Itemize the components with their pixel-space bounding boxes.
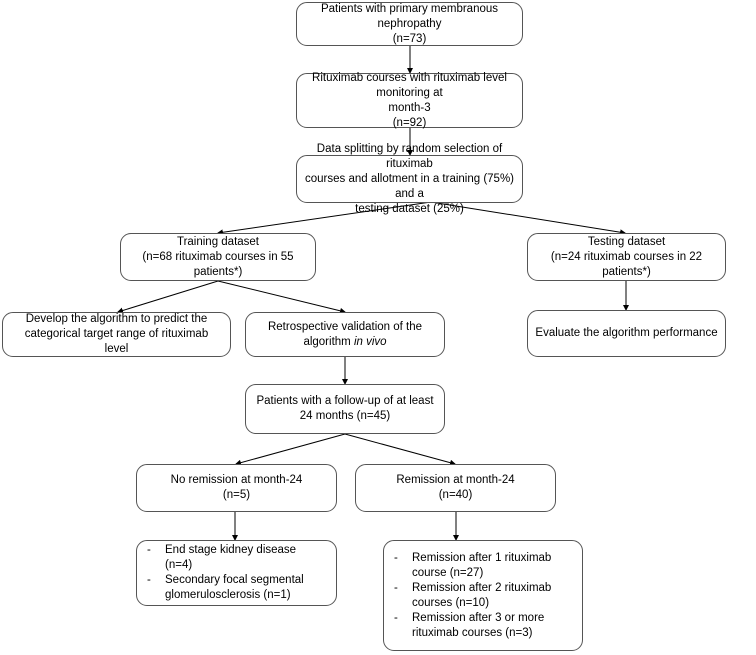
remission-box: Remission at month-24 (n=40) [355, 464, 556, 512]
list-item: Remission after 1 rituximab course (n=27… [392, 551, 551, 581]
retro-line-2-text: algorithm [303, 335, 354, 348]
list-item-line: rituximab courses (n=3) [412, 626, 533, 639]
no-remission-title: No remission at month-24 [170, 474, 303, 486]
arrow-followup-to-remission [344, 433, 456, 466]
arrow-training-to-develop [117, 280, 219, 314]
develop-line-1: Develop the algorithm to predict the [25, 313, 208, 325]
retro-line-2-italic: in vivo [353, 335, 387, 348]
list-item: Remission after 3 or more rituximab cour… [392, 611, 551, 641]
courses-count: (n=92) [392, 116, 427, 129]
list-item-line: Remission after 3 or more [412, 611, 545, 624]
list-item-line: courses (n=10) [412, 596, 490, 609]
splitting-line-2: courses and allotment in a training (75%… [304, 172, 515, 200]
develop-algorithm-box: Develop the algorithm to predict the cat… [2, 312, 231, 357]
list-item: Remission after 2 rituximab courses (n=1… [392, 581, 551, 611]
courses-line-2: month-3 [388, 101, 431, 114]
courses-line-1: Rituximab courses with rituximab level m… [312, 71, 507, 99]
list-item-line: glomerulosclerosis (n=1) [165, 589, 291, 601]
list-item: Secondary focal segmental glomeruloscler… [145, 573, 326, 603]
followup-line-2: 24 months (n=45) [299, 410, 391, 422]
remission-detail-list: Remission after 1 rituximab course (n=27… [392, 551, 551, 641]
evaluate-performance-box: Evaluate the algorithm performance [527, 310, 726, 357]
list-item-line: Remission after 2 rituximab [412, 581, 552, 594]
testing-line-2: (n=24 rituximab courses in 22 [550, 250, 703, 263]
no-remission-detail-list: End stage kidney disease (n=4) Secondary… [145, 543, 326, 603]
develop-line-2: categorical target range of rituximab [24, 328, 209, 340]
follow-up-box: Patients with a follow-up of at least 24… [245, 384, 445, 434]
no-remission-count: (n=5) [222, 489, 251, 501]
patients-count: (n=73) [392, 32, 427, 45]
splitting-line-3: testing dataset (25%) [355, 202, 464, 215]
training-line-3: patients*) [193, 265, 243, 278]
arrow-training-to-retro [217, 280, 346, 314]
training-line-2: (n=68 rituximab courses in 55 [142, 250, 294, 263]
retro-line-2: algorithm in vivo [303, 335, 386, 350]
patients-title: Patients with primary membranous nephrop… [320, 2, 499, 30]
testing-line-3: patients*) [602, 265, 651, 278]
remission-count: (n=40) [438, 489, 473, 501]
list-item-line: course (n=27) [412, 566, 484, 579]
splitting-line-1: Data splitting by random selection of ri… [316, 142, 503, 170]
evaluate-line-1: Evaluate the algorithm performance [535, 327, 718, 339]
list-item-line: Remission after 1 rituximab [412, 551, 552, 564]
no-remission-box: No remission at month-24 (n=5) [136, 464, 337, 512]
rituximab-courses-box: Rituximab courses with rituximab level m… [296, 71, 523, 129]
remission-detail-box: Remission after 1 rituximab course (n=27… [383, 540, 583, 651]
remission-title: Remission at month-24 [396, 474, 515, 486]
testing-title: Testing dataset [587, 235, 666, 248]
training-title: Training dataset [176, 235, 260, 248]
followup-line-1: Patients with a follow-up of at least [256, 395, 434, 407]
arrow-splitting-to-testing [430, 201, 626, 236]
no-remission-detail-box: End stage kidney disease (n=4) Secondary… [136, 540, 337, 606]
list-item: End stage kidney disease (n=4) [145, 543, 326, 573]
develop-line-3: level [104, 343, 129, 355]
retro-line-1: Retrospective validation of the [267, 320, 423, 333]
testing-dataset-box: Testing dataset (n=24 rituximab courses … [527, 233, 726, 281]
arrow-followup-to-no-remission [235, 433, 346, 466]
patients-box: Patients with primary membranous nephrop… [296, 2, 523, 46]
training-dataset-box: Training dataset (n=68 rituximab courses… [120, 233, 316, 281]
retrospective-validation-box: Retrospective validation of the algorith… [245, 312, 445, 357]
data-splitting-box: Data splitting by random selection of ri… [296, 143, 523, 215]
list-item-line: Secondary focal segmental [165, 574, 304, 586]
arrow-splitting-to-training [217, 201, 432, 236]
list-item-line: End stage kidney disease (n=4) [165, 544, 297, 571]
